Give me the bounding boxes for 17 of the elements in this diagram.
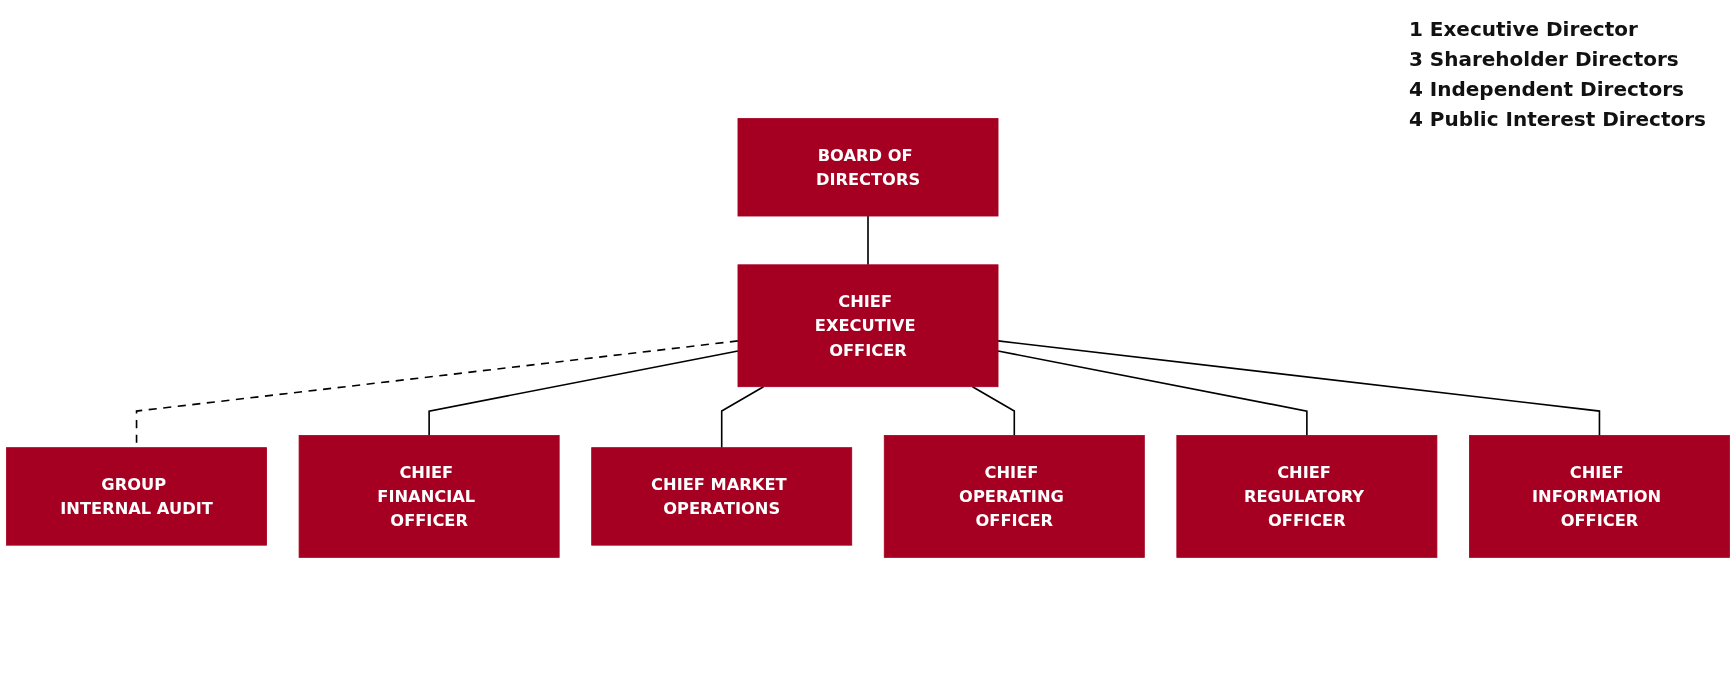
note-text: 1 Executive Director [1408,16,1639,43]
node-box: CHIEF EXECUTIVE OFFICER [737,263,999,387]
node-box: CHIEF MARKET OPERATIONS [591,446,853,546]
connector [428,349,739,436]
note-text: 4 Independent Directors [1408,76,1685,103]
note-text: 3 Shareholder Directors [1408,46,1680,73]
connector [997,339,1601,436]
note-text: 4 Public Interest Directors [1408,106,1706,133]
connector [997,349,1308,436]
connector [867,214,869,266]
node-box: CHIEF INFORMATION OFFICER [1469,434,1730,558]
node-box: BOARD OF DIRECTORS [737,117,999,216]
node-box: CHIEF FINANCIAL OFFICER [298,434,560,558]
node-box: CHIEF OPERATING OFFICER [883,434,1145,558]
node-box: GROUP INTERNAL AUDIT [6,446,267,546]
connector [971,385,1016,436]
node-box: CHIEF REGULATORY OFFICER [1176,434,1438,558]
